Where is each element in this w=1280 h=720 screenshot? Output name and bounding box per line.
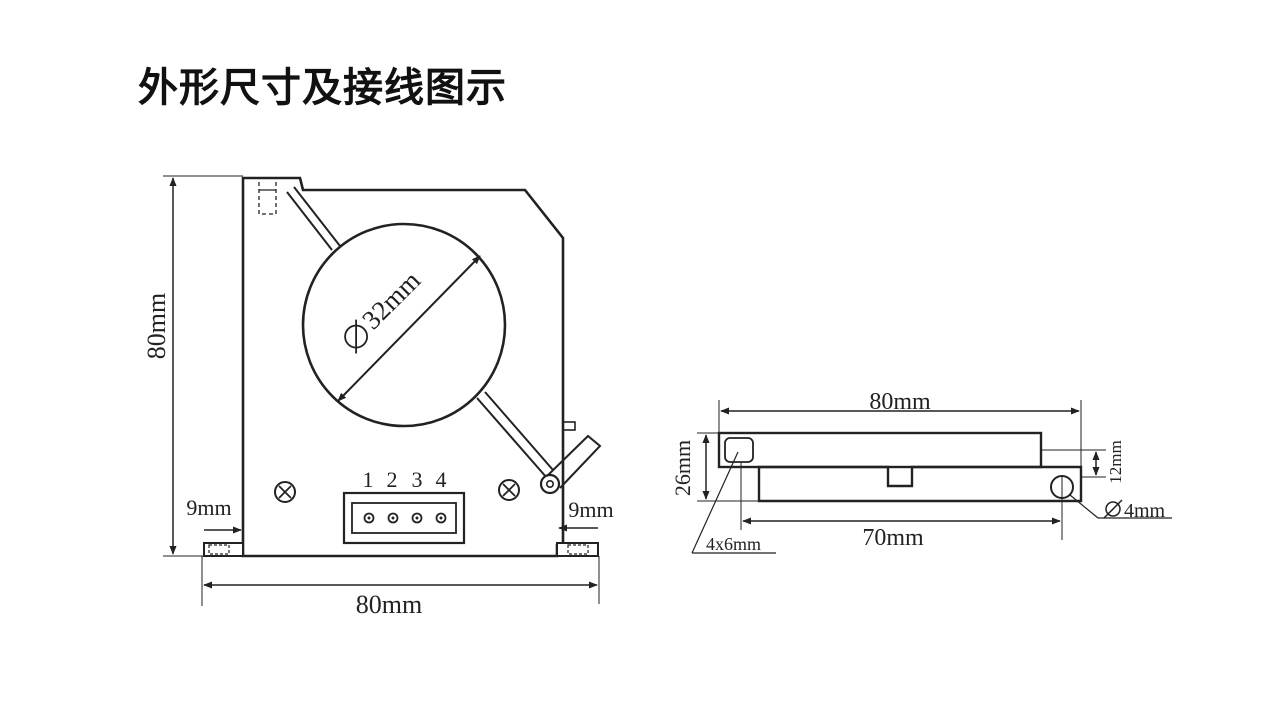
side-height-label: 26mm bbox=[670, 440, 695, 496]
side-slot bbox=[724, 437, 754, 463]
diameter-symbol-icon bbox=[1103, 499, 1123, 519]
side-upper-plate bbox=[717, 431, 1043, 469]
terminal-number-2: 2 bbox=[387, 467, 398, 492]
latch-arm bbox=[544, 434, 602, 489]
page-title: 外形尺寸及接线图示 bbox=[138, 64, 507, 111]
side-slot-depth-label: 12mm bbox=[1106, 440, 1125, 483]
terminal-block bbox=[342, 491, 466, 545]
left-screw-icon bbox=[274, 481, 296, 503]
hole-diameter-dim bbox=[337, 255, 481, 402]
height-label: 80mm bbox=[142, 293, 171, 359]
side-hole-label: 4mm bbox=[1124, 500, 1166, 522]
left-tab-label: 9mm bbox=[186, 495, 231, 520]
side-length-label: 80mm bbox=[869, 389, 931, 415]
terminal-number-1: 1 bbox=[363, 467, 374, 492]
terminal-number-4: 4 bbox=[436, 467, 447, 492]
side-spacing-label: 70mm bbox=[862, 525, 924, 551]
side-view: 80mm 26mm 12mm 70mm 4mm 4x6mm bbox=[670, 389, 1172, 554]
front-view: 32mm 1 2 3 4 bbox=[142, 175, 614, 619]
right-screw-icon bbox=[498, 479, 520, 501]
side-slot-size-label: 4x6mm bbox=[706, 534, 761, 554]
side-lower-base bbox=[757, 465, 1083, 503]
right-tab-label: 9mm bbox=[568, 497, 613, 522]
width-label: 80mm bbox=[356, 590, 422, 619]
terminal-number-3: 3 bbox=[412, 467, 423, 492]
right-mount-tab bbox=[556, 542, 599, 557]
top-mount-slot bbox=[258, 177, 277, 215]
through-hole bbox=[301, 222, 507, 428]
